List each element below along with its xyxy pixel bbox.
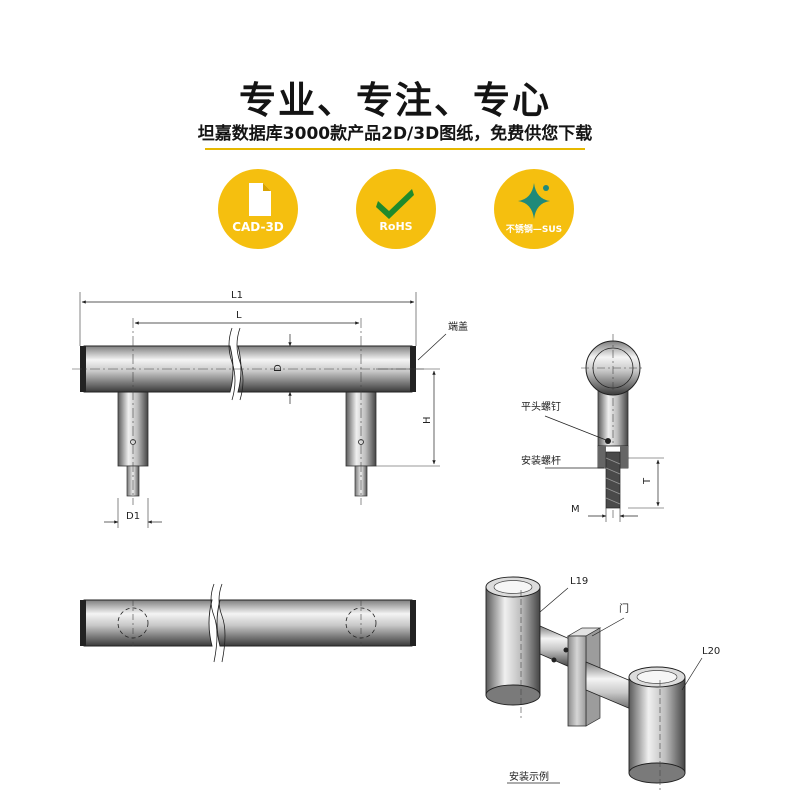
top-view — [80, 583, 416, 663]
check-mark-icon — [376, 189, 414, 219]
badge-label: CAD-3D — [232, 220, 284, 234]
badge-label: RoHS — [379, 220, 413, 233]
sus-badge: 不锈钢—SUS — [494, 169, 574, 249]
l19-label: L19 — [570, 576, 588, 587]
flat-head-screw — [605, 438, 611, 444]
t-label: T — [642, 477, 653, 485]
page-title: 专业、专注、专心 — [239, 79, 551, 122]
isometric-view: L19 门 L20 安装示例 — [485, 576, 720, 790]
h-label: H — [422, 416, 433, 424]
installation-caption: 安装示例 — [509, 770, 549, 783]
title-underline — [205, 148, 585, 150]
l-label: L — [236, 310, 242, 321]
mounting-stud-callout: 安装螺杆 — [521, 454, 561, 467]
end-cap-callout: 端盖 — [448, 320, 468, 333]
iso-right-post — [628, 676, 686, 774]
d1-label: D1 — [126, 511, 140, 522]
d-label: D — [273, 364, 284, 372]
door-label: 门 — [619, 602, 629, 615]
page-subtitle: 坦嘉数据库3000款产品2D/3D图纸，免费供您下载 — [197, 124, 593, 144]
sparkle-star-icon — [518, 183, 550, 219]
m-label: M — [571, 504, 580, 515]
door-panel — [567, 635, 587, 727]
flat-head-screw-callout: 平头螺钉 — [521, 401, 561, 413]
iso-left-post — [485, 586, 541, 696]
side-view: 平头螺钉 安装螺杆 M T — [521, 334, 664, 522]
badge-label: 不锈钢—SUS — [505, 225, 563, 235]
top-bar-right — [216, 599, 413, 647]
cad-3d-badge: CAD-3D — [218, 169, 298, 249]
document-icon — [249, 183, 271, 216]
l1-label: L1 — [231, 290, 243, 301]
mounting-stud — [605, 451, 621, 509]
front-view: L1 L D H D1 端盖 — [72, 290, 468, 528]
left-end-cap — [80, 346, 86, 392]
rohs-badge: RoHS — [356, 169, 436, 249]
l20-label: L20 — [702, 646, 720, 657]
